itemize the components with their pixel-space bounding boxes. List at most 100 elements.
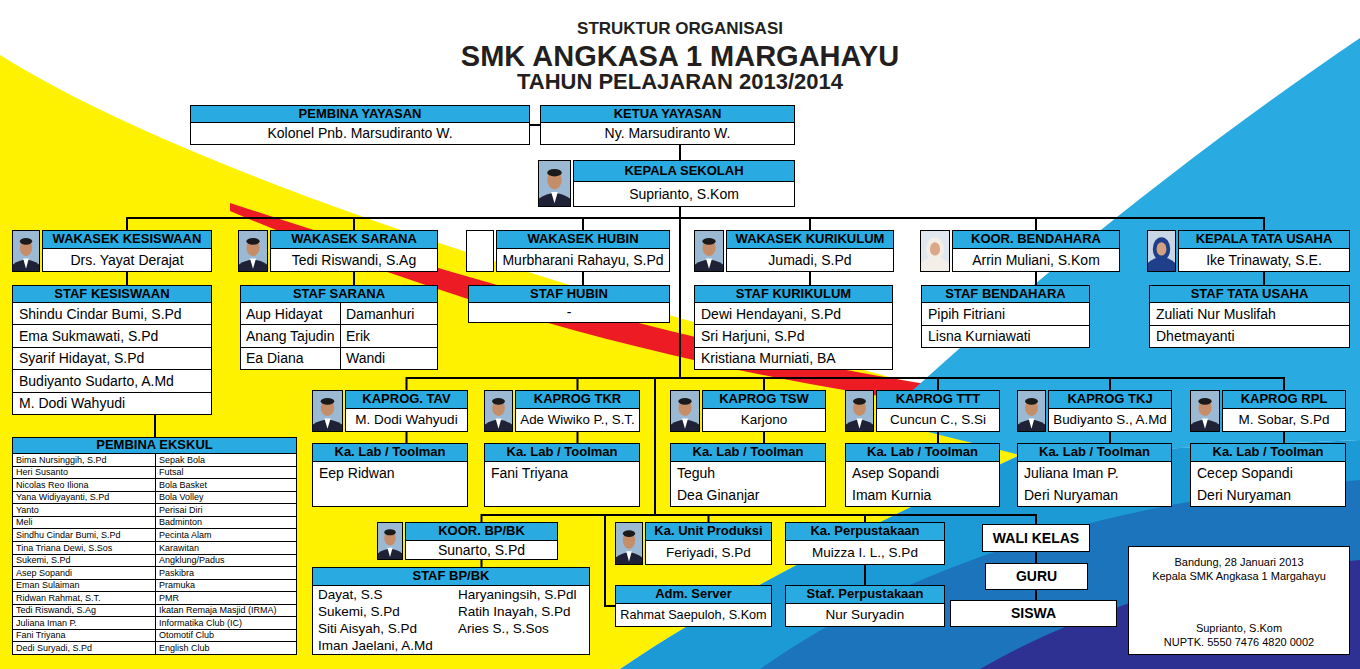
photo-collar [1202,419,1208,429]
table-cell: Badminton [156,517,296,529]
box-frame: PEMBINA EKSKULBima Nursinggih, S.PdSepak… [12,437,297,655]
table-cell: Paskibra [156,567,296,579]
photo-hijab [926,237,944,261]
box-header: Ka. Lab / Toolman [671,444,825,462]
table-row: Juliana Iman P.Informatika Club (IC) [13,617,296,630]
row-text: - [567,304,572,320]
box-header: STAF BENDAHARA [922,286,1089,303]
connector-line [937,432,939,443]
connector-line [583,207,680,230]
box-body: Kolonel Pnb. Marsudiranto W. [191,123,529,144]
box-frame: KAPROG TSWKarjono [702,390,826,432]
connector-line [582,272,584,285]
table-row: Ea Diana Wandi [241,348,437,369]
org-box: KAPROG RPLM. Sobar, S.Pd [1190,390,1346,432]
box-frame: Ka. Lab / ToolmanAsep SopandiImam Kurnia [845,443,1000,507]
heading-text: Ka. Lab / Toolman [1213,445,1324,460]
heading-text: Adm. Server [655,587,732,602]
portrait-photo [670,390,700,432]
table-row: Tedi Riswandi, S.AgIkatan Remaja Masjid … [13,605,296,618]
table-cell: Juliana Iman P. [13,617,156,629]
cell-text: Damanhuri [346,306,414,322]
cell-text: Heri Susanto [16,467,68,477]
portrait-photo [615,522,643,565]
list-row: Dhetmayanti [1150,326,1349,348]
cell-text: Sepak Bola [159,455,205,465]
list-row: Deri Nuryaman [1018,484,1171,506]
table-cell: PMR [156,592,296,604]
heading-text: KEPALA TATA USAHA [1196,232,1333,247]
signature-line: Suprianto, S.Kom [1129,618,1349,636]
connector-line [482,207,681,522]
table-row: Asep SopandiPaskibra [13,567,296,580]
photo-frame [1148,231,1176,272]
cell-text: Otomotif Club [159,630,214,640]
box-header: STAF KESISWAAN [13,286,211,303]
heading-text: STAF BP/BK [412,569,489,584]
photo-hair [678,398,691,405]
table-cell: Ea Diana [241,348,341,369]
heading-text: KOOR. BP/BK [438,524,525,539]
box-body: M. Sobar, S.Pd [1223,409,1345,431]
org-box: KAPROG. TAVM. Dodi Wahyudi [312,390,468,432]
org-box: KEPALA SEKOLAHSuprianto, S.Kom [538,160,795,207]
box-header: WAKASEK SARANA [271,231,437,249]
cell-text: Wandi [346,350,385,366]
box-body: Suprianto, S.Kom [574,182,794,206]
list-row: Dewi Hendayani, S.Pd [695,303,892,325]
row-text: Imam Kurnia [852,487,931,503]
name-text: Arrin Muliani, S.Kom [972,252,1100,268]
table-cell: Informatika Club (IC) [156,617,296,629]
table-cell: Sindhu Cindar Bumi, S.Pd [13,529,156,541]
portrait-photo [484,390,513,432]
photo-frame [921,231,950,272]
portrait-photo [312,390,343,432]
org-box: KOOR. BP/BKSunarto, S.Pd [377,522,558,560]
heading-text: KOOR. BENDAHARA [971,232,1101,247]
connector-line [680,207,938,390]
box-header: Ka. Unit Produksi [646,523,771,541]
org-box: STAF BENDAHARAPipih FitrianiLisna Kurnia… [921,285,1090,348]
list-row: Deri Nuryaman [1191,484,1345,506]
cell-text: Anang Tajudin [246,328,334,344]
table-cell: Otomotif Club [156,630,296,642]
connector-line [1109,432,1111,443]
box-frame: STAF BP/BKDayat, S.SHaryaningsih, S.PdlS… [312,567,590,655]
list-row: Syarif Hidayat, S.Pd [13,348,211,370]
list-row: Cecep Sopandi [1191,462,1345,484]
box-header: KEPALA TATA USAHA [1179,231,1349,249]
heading-text: STAF BENDAHARA [945,287,1065,302]
box-body: Arrin Muliani, S.Kom [953,249,1119,271]
box-frame: STAF BENDAHARAPipih FitrianiLisna Kurnia… [921,285,1090,348]
photo-hijab [1153,237,1170,261]
box-frame: KETUA YAYASANNy. Marsudiranto W. [540,105,795,145]
cell-text: Bola Basket [159,480,207,490]
row-text: Teguh [677,465,715,481]
box-header: STAF HUBIN [469,286,669,303]
row-text: Cecep Sopandi [1197,465,1293,481]
photo-collar [324,419,330,429]
row-text: Dewi Hendayani, S.Pd [701,306,841,322]
photo-collar [551,192,558,203]
list-row: Teguh [671,462,825,484]
box-body: Murbharani Rahayu, S.Pd [497,249,669,271]
table-row: Nicolas Reo IlionaBola Basket [13,479,296,492]
org-box: GURU [985,563,1088,590]
list-row: Fani Triyana [485,462,639,484]
photo-frame [239,231,268,272]
heading-text: KAPROG TSW [719,392,809,407]
box-body: Ike Trinawaty, S.E. [1179,249,1349,271]
photo-face [1157,242,1167,255]
box-header: Adm. Server [616,586,771,604]
box-body: Jumadi, S.Pd [727,249,893,271]
cell-text: Ridwan Rahmat, S.T. [16,593,101,603]
org-box: Adm. ServerRahmat Saepuloh, S.Kom [615,585,772,627]
table-cell: Eman Sulaiman [13,580,156,592]
table-row: YantoPerisai Diri [13,504,296,517]
table-row: Yana Widiyayanti, S.PdBola Volley [13,492,296,505]
box-header: KAPROG. TAV [346,391,467,409]
org-box: STAF KESISWAANShindu Cindar Bumi, S.PdEm… [12,285,212,415]
photo-frame [1191,391,1220,432]
photo-collar [23,259,29,269]
box-frame: KAPROG TKRAde Wiwiko P., S.T. [515,390,640,432]
